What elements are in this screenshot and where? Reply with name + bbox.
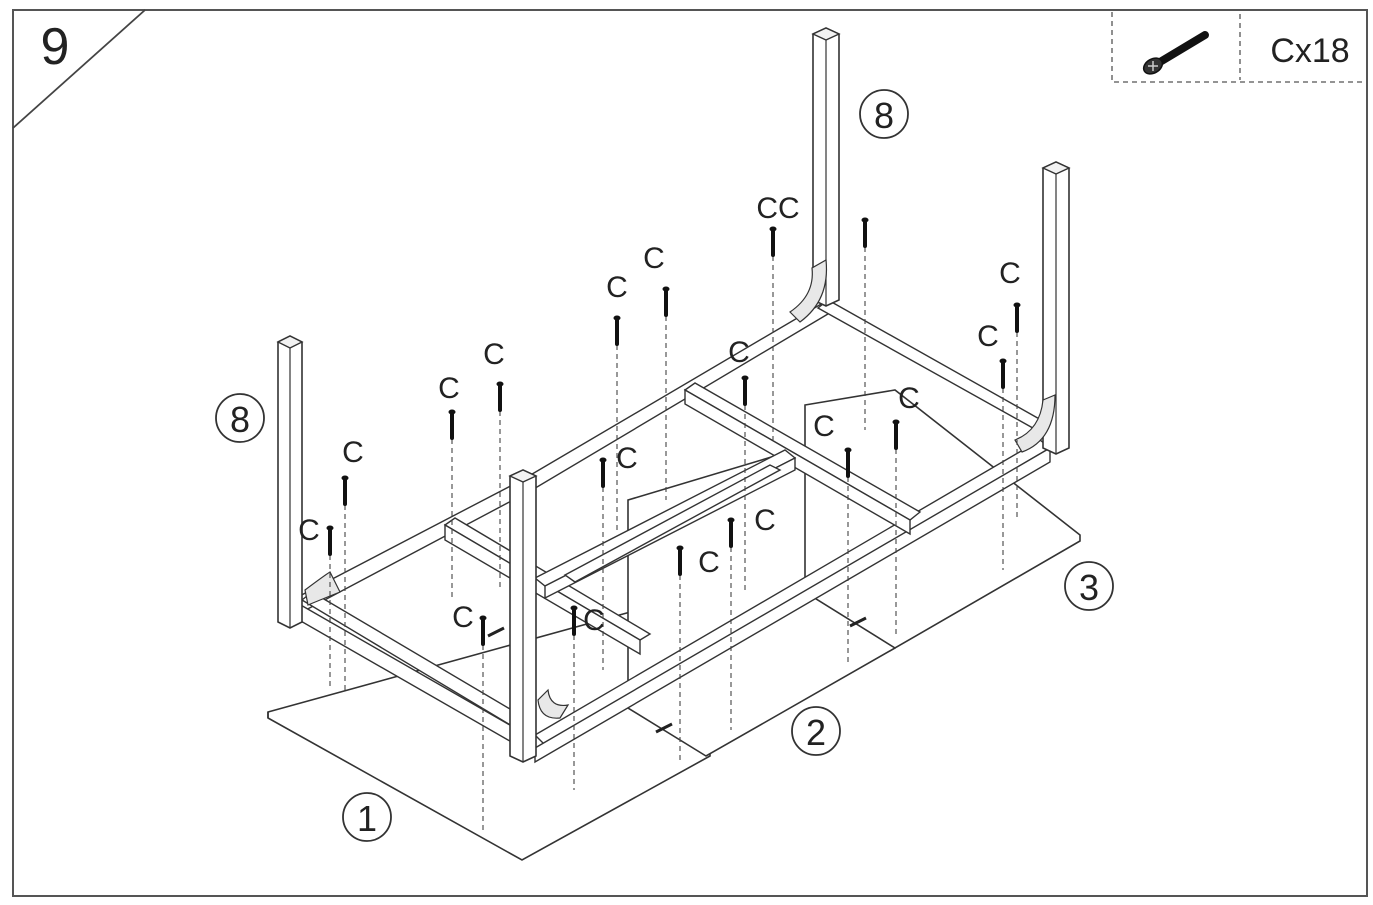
screw-head-icon — [326, 525, 334, 531]
screw-label: C — [813, 410, 835, 443]
step-badge: 9 — [12, 9, 146, 129]
bracket-front-left — [537, 688, 570, 719]
screw-label: C — [583, 604, 605, 637]
callout-panel-1-text: 1 — [357, 798, 377, 839]
screw-head-icon — [1013, 302, 1021, 308]
bracket-back-left — [304, 571, 341, 606]
screw-label: C — [728, 336, 750, 369]
callout-panel-1: 1 — [342, 792, 392, 842]
bracket-back-right — [789, 259, 828, 323]
step-divider-line — [12, 9, 146, 129]
screw-label: C — [643, 242, 665, 275]
screw-label: C — [616, 442, 638, 475]
screw-label: C — [754, 504, 776, 537]
screw-pair-label: CC — [756, 192, 799, 225]
screw-head-icon — [599, 457, 607, 463]
screw-head-icon — [769, 226, 777, 232]
screw-group — [326, 217, 1021, 830]
screw-label: C — [999, 257, 1021, 290]
screw-head-icon — [448, 409, 456, 415]
panel-connector-icon — [655, 722, 673, 734]
leg-front-right — [1041, 161, 1071, 455]
legs — [276, 27, 1071, 763]
screw-head-icon — [892, 419, 900, 425]
screw-label: C — [452, 601, 474, 634]
callout-leg-left: 8 — [215, 393, 265, 443]
part-callouts: 8 8 1 2 3 — [215, 89, 1114, 842]
step-number: 9 — [41, 18, 70, 76]
screw-head-icon — [341, 475, 349, 481]
leg-back-left — [276, 335, 304, 629]
callout-leg-right: 8 — [859, 89, 909, 139]
screw-head-icon — [727, 517, 735, 523]
table-frame — [290, 299, 1052, 764]
screw-head-icon — [570, 605, 578, 611]
callout-panel-3-text: 3 — [1079, 567, 1099, 608]
screw-head-icon — [613, 315, 621, 321]
screw-label: C — [438, 372, 460, 405]
callout-panel-2: 2 — [791, 706, 841, 756]
screw-label: C — [898, 382, 920, 415]
panel-connector-icon — [487, 626, 505, 638]
screw-label: C — [342, 436, 364, 469]
diagram-frame — [12, 9, 1368, 897]
screw-head-icon — [479, 615, 487, 621]
screw-icon — [1142, 31, 1209, 75]
callout-leg-left-text: 8 — [230, 399, 250, 440]
screw-label: C — [698, 546, 720, 579]
screw-head-icon — [496, 381, 504, 387]
screw-head-icon — [844, 447, 852, 453]
screw-head-icon — [999, 358, 1007, 364]
tabletop-panels — [267, 389, 1081, 861]
bracket-front-right — [1014, 394, 1056, 453]
callout-panel-3: 3 — [1064, 561, 1114, 611]
callout-leg-right-text: 8 — [874, 95, 894, 136]
leg-front-left — [508, 469, 538, 763]
panel-connector-icon — [849, 616, 867, 628]
screw-head-icon — [676, 545, 684, 551]
corner-brackets — [304, 259, 1056, 719]
screw-head-icon — [662, 286, 670, 292]
hardware-count-label: Cx18 — [1270, 32, 1349, 70]
screw-head-icon — [741, 375, 749, 381]
screw-label: C — [483, 338, 505, 371]
screw-label: C — [977, 320, 999, 353]
hardware-legend: Cx18 — [1111, 12, 1366, 83]
callout-panel-2-text: 2 — [806, 712, 826, 753]
screw-label: C — [606, 271, 628, 304]
screw-head-icon — [861, 217, 869, 223]
screw-label: C — [298, 514, 320, 547]
